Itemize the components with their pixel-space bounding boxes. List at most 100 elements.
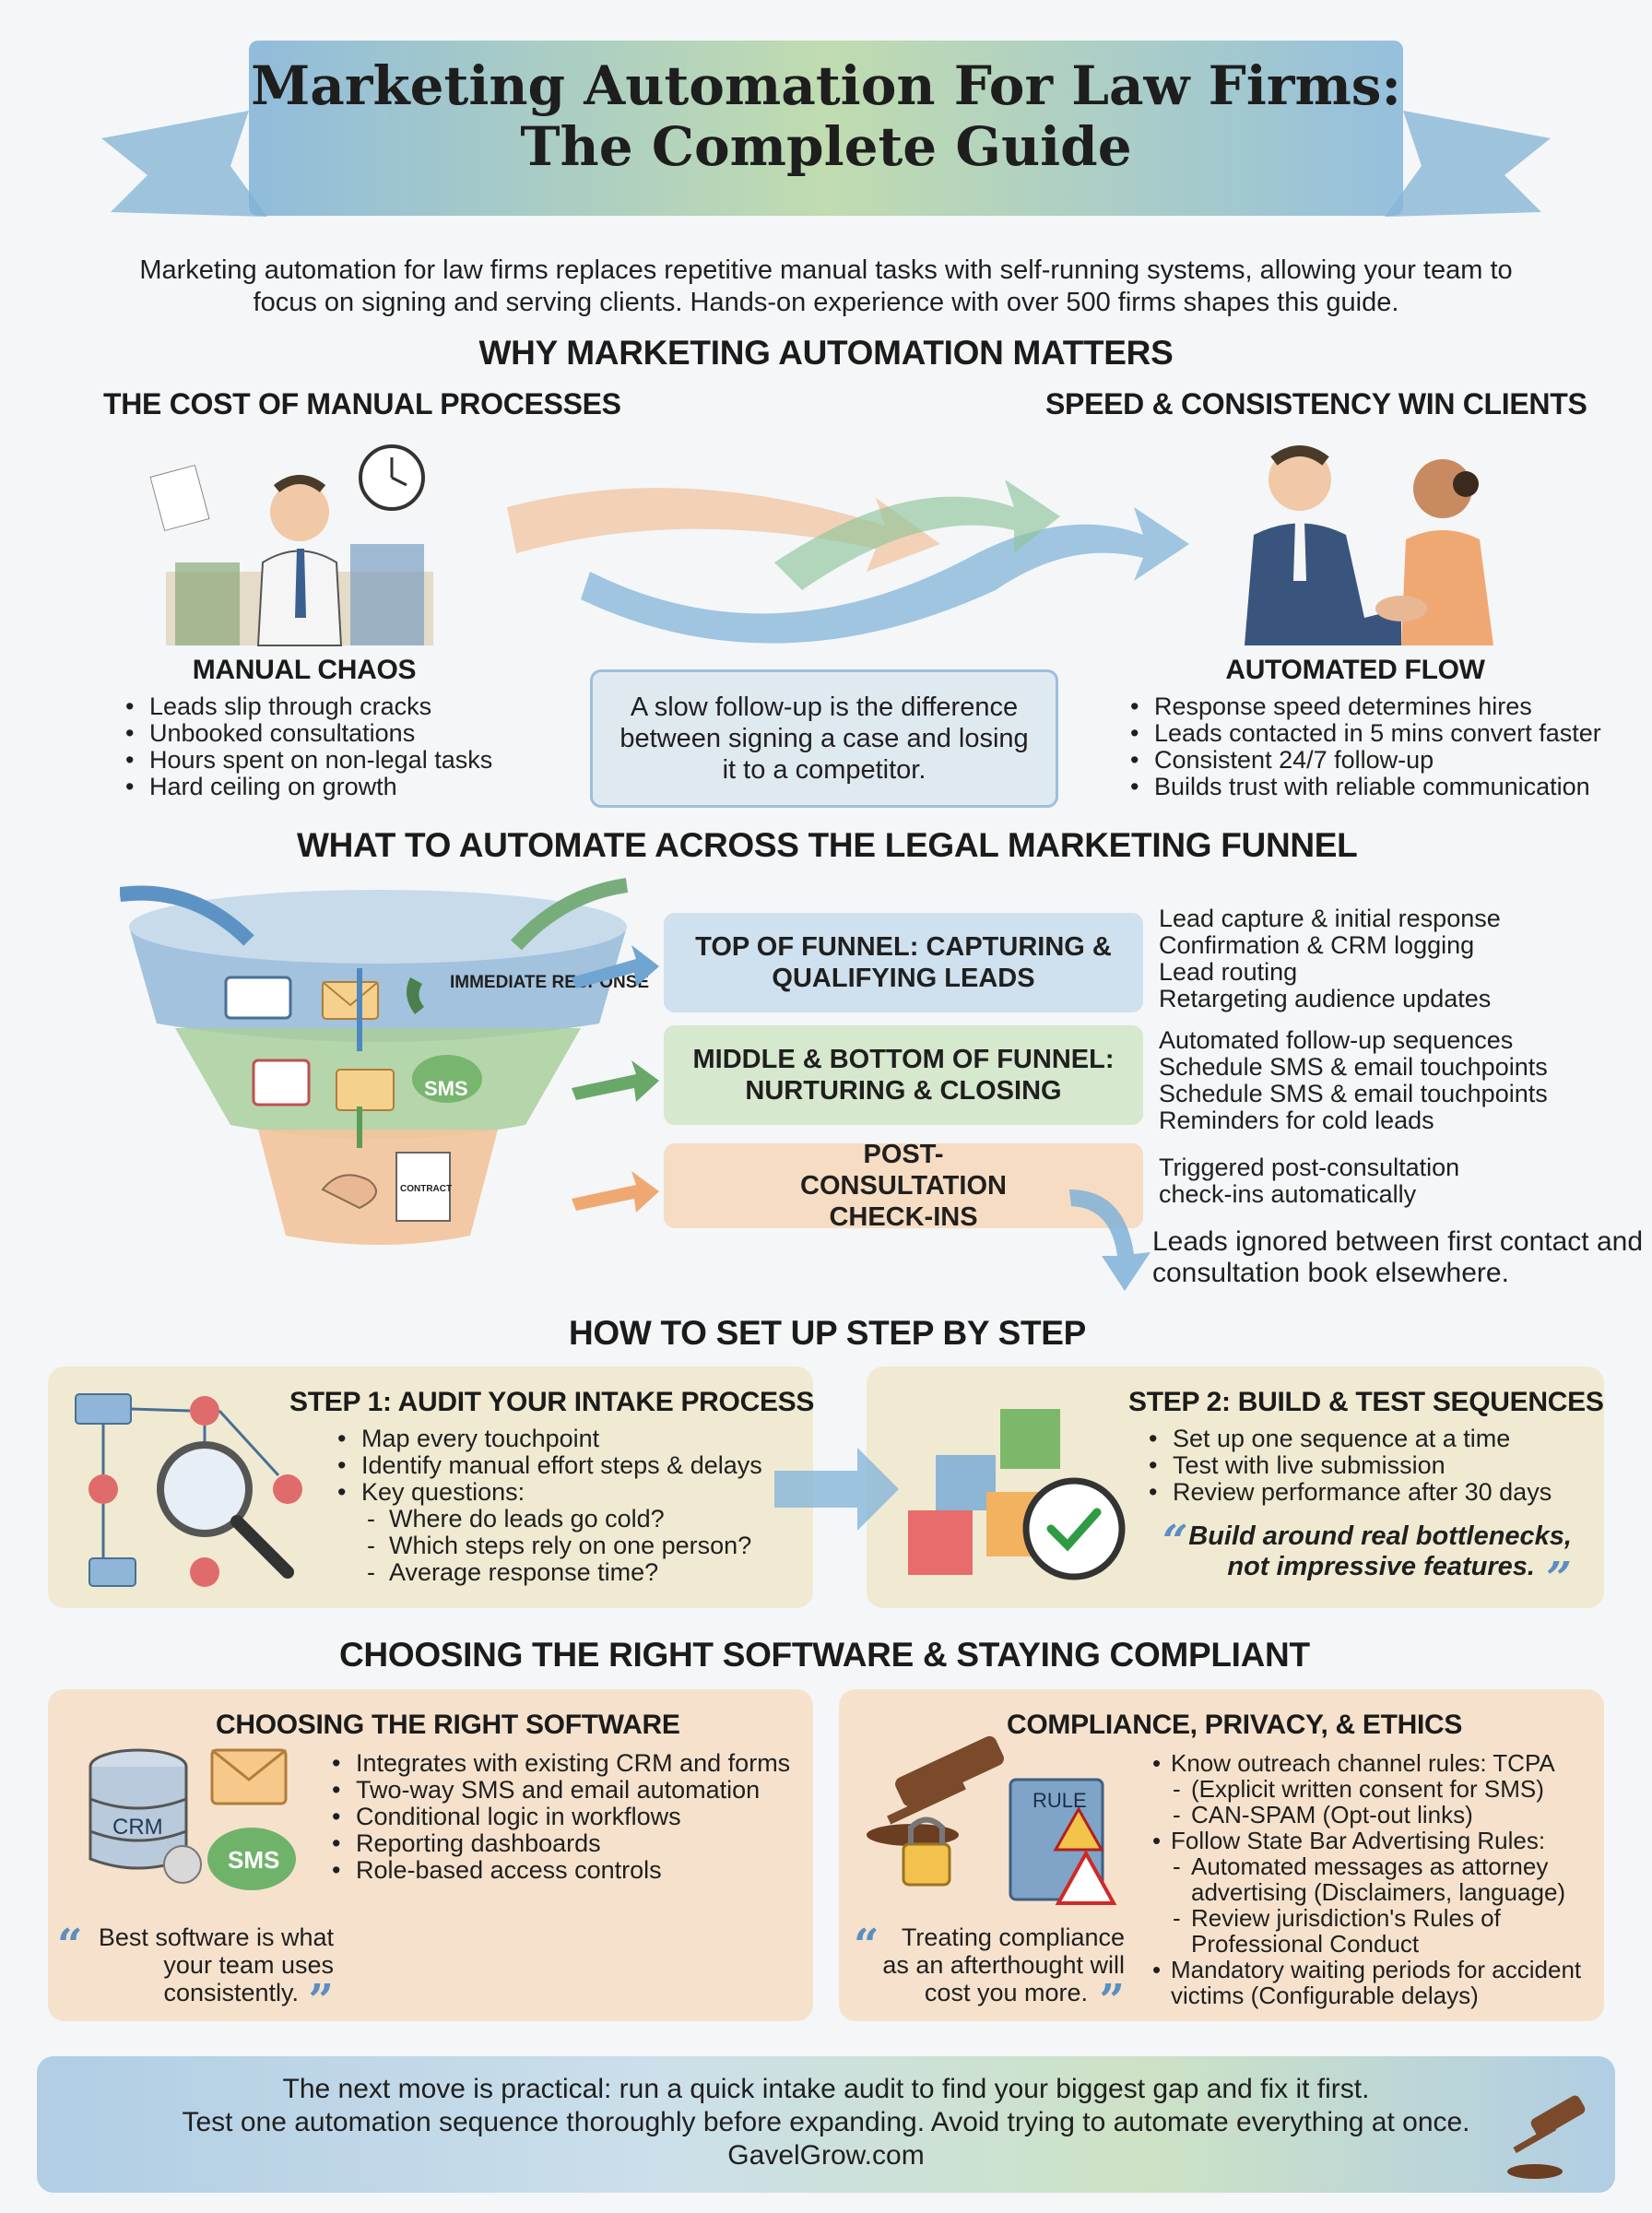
- post-consult-items: Triggered post-consultation check-ins au…: [1159, 1154, 1491, 1208]
- step2-quote: “ Build around real bottlenecks, not imp…: [1162, 1520, 1572, 1601]
- quote-line: consistently.: [163, 1979, 299, 2006]
- middle-funnel-items: Automated follow-up sequences Schedule S…: [1159, 1027, 1548, 1134]
- list-item: Schedule SMS & email touchpoints: [1159, 1053, 1548, 1081]
- compliance-line: victims (Configurable delays): [1171, 1982, 1479, 2009]
- cost-heading: THE COST OF MANUAL PROCESSES: [103, 387, 621, 420]
- title-ribbon: [101, 41, 1551, 217]
- list-item: Where do leads go cold?: [334, 1506, 795, 1533]
- quote-line: Best software is what: [98, 1923, 334, 1951]
- list-item: Two-way SMS and email automation: [328, 1777, 808, 1805]
- compliance-list: •Know outreach channel rules: TCPA-(Expl…: [1150, 1750, 1602, 2008]
- step-arrow: [774, 1448, 899, 1531]
- quote-line: not impressive features.: [1227, 1552, 1535, 1581]
- list-item: Builds trust with reliable communication: [1127, 774, 1643, 801]
- list-item: Hours spent on non-legal tasks: [122, 747, 546, 775]
- compliance-line: -Review jurisdiction's Rules of: [1173, 1904, 1501, 1932]
- title-line-2: The Complete Guide: [520, 115, 1132, 178]
- compliance-line: -CAN-SPAM (Opt-out links): [1173, 1801, 1473, 1828]
- compliance-line: •Mandatory waiting periods for accident: [1152, 1956, 1582, 1983]
- list-item: Lead capture & initial response: [1159, 905, 1501, 932]
- step1-list: Map every touchpoint Identify manual eff…: [334, 1426, 795, 1587]
- handshake-illustration: [1245, 445, 1493, 645]
- page-title: Marketing Automation For Law Firms: The …: [249, 55, 1403, 177]
- clock-icon: [359, 444, 425, 511]
- stage-title: POST-CONSULTATION CHECK-INS: [800, 1140, 1007, 1232]
- quote-line: your team uses: [163, 1951, 334, 1979]
- compliance-line: Professional Conduct: [1191, 1930, 1420, 1958]
- list-item: Response speed determines hires: [1127, 693, 1643, 721]
- quote-open-icon: “: [854, 1920, 879, 1971]
- gavel-rulebook-icon: [867, 1735, 1117, 1905]
- gavel-icon: [1507, 2095, 1586, 2179]
- transition-arrows: [507, 479, 1189, 644]
- list-item: Test with live submission: [1145, 1452, 1587, 1480]
- list-item: Schedule SMS & email touchpoints: [1159, 1080, 1548, 1107]
- compliance-line: -Automated messages as attorney: [1173, 1852, 1549, 1880]
- list-item: Integrates with existing CRM and forms: [328, 1750, 808, 1778]
- top-funnel-items: Lead capture & initial response Confirma…: [1159, 905, 1501, 1012]
- compliance-line: -(Explicit written consent for SMS): [1173, 1775, 1544, 1803]
- compliance-line: •Follow State Bar Advertising Rules:: [1152, 1827, 1546, 1854]
- quote-close-icon: ”: [308, 1975, 334, 2027]
- footer-line: The next move is practical: run a quick …: [282, 2074, 1370, 2104]
- funnel-illustration: [120, 878, 629, 1245]
- list-item: Set up one sequence at a time: [1145, 1426, 1587, 1453]
- footer-site-link[interactable]: GavelGrow.com: [727, 2140, 925, 2171]
- setup-heading: HOW TO SET UP STEP BY STEP: [569, 1314, 1087, 1352]
- list-item: Triggered post-consultation check-ins au…: [1159, 1154, 1460, 1208]
- compliance-quote: “ Treating compliance as an afterthought…: [854, 1920, 1125, 2023]
- list-item: Automated follow-up sequences: [1159, 1026, 1514, 1054]
- manual-chaos-list: Leads slip through cracks Unbooked consu…: [122, 693, 546, 801]
- workflow-diagram-icon: [75, 1393, 302, 1587]
- list-item: Which steps rely on one person?: [334, 1533, 795, 1560]
- compliance-line: •Know outreach channel rules: TCPA: [1152, 1749, 1555, 1777]
- list-item: Hard ceiling on growth: [122, 774, 546, 801]
- list-item: Role-based access controls: [328, 1857, 808, 1885]
- automated-flow-list: Response speed determines hires Leads co…: [1127, 693, 1643, 801]
- quote-line: as an afterthought will: [882, 1951, 1125, 1979]
- middle-funnel-chip: MIDDLE & BOTTOM OF FUNNEL: NURTURING & C…: [664, 1025, 1143, 1125]
- software-title: CHOOSING THE RIGHT SOFTWARE: [216, 1710, 680, 1740]
- footer-text: The next move is practical: run a quick …: [0, 2073, 1652, 2172]
- list-item: Leads slip through cracks: [122, 693, 546, 721]
- intro-text: Marketing automation for law firms repla…: [139, 255, 1513, 317]
- quote-close-icon: ”: [1546, 1553, 1572, 1604]
- funnel-warning: Leads ignored between first contact and …: [1152, 1226, 1644, 1288]
- post-consult-chip: POST-CONSULTATION CHECK-INS: [664, 1140, 1143, 1232]
- crm-label: CRM: [112, 1815, 163, 1840]
- list-item: Retargeting audience updates: [1159, 985, 1492, 1012]
- stage-arrows: [572, 945, 659, 1213]
- software-quote: “ Best software is what your team uses c…: [57, 1923, 334, 2023]
- quote-line: cost you more.: [924, 1979, 1088, 2006]
- automated-flow-label: AUTOMATED FLOW: [1225, 655, 1485, 685]
- list-item: Consistent 24/7 follow-up: [1127, 747, 1643, 775]
- list-item: Review performance after 30 days: [1145, 1479, 1587, 1507]
- quote-close-icon: ”: [1099, 1975, 1125, 2027]
- curved-down-arrow: [1069, 1189, 1150, 1291]
- top-of-funnel-chip: TOP OF FUNNEL: CAPTURING & QUALIFYING LE…: [664, 913, 1143, 1012]
- list-item: Reporting dashboards: [328, 1830, 808, 1858]
- list-item: Key questions:: [334, 1479, 795, 1507]
- stage-title: MIDDLE & BOTTOM OF FUNNEL: NURTURING & C…: [692, 1045, 1115, 1106]
- compliance-line: advertising (Disclaimers, language): [1191, 1878, 1566, 1906]
- quote-open-icon: “: [1162, 1516, 1188, 1568]
- slow-followup-callout: A slow follow-up is the difference betwe…: [590, 669, 1058, 808]
- list-item: Leads contacted in 5 mins convert faster: [1127, 720, 1643, 748]
- quote-line: Build around real bottlenecks,: [1188, 1521, 1572, 1551]
- step2-title: STEP 2: BUILD & TEST SEQUENCES: [1128, 1387, 1604, 1417]
- crm-database-icon: [88, 1748, 296, 1890]
- list-item: Average response time?: [334, 1559, 795, 1587]
- list-item: Reminders for cold leads: [1159, 1106, 1434, 1134]
- sms-badge-label: SMS: [228, 1846, 280, 1874]
- why-heading: WHY MARKETING AUTOMATION MATTERS: [478, 334, 1174, 372]
- step2-list: Set up one sequence at a time Test with …: [1145, 1426, 1587, 1507]
- contract-label: CONTRACT: [400, 1184, 453, 1194]
- compliance-title: COMPLIANCE, PRIVACY, & ETHICS: [1007, 1710, 1463, 1740]
- list-item: Confirmation & CRM logging: [1159, 931, 1475, 959]
- quote-line: Treating compliance: [901, 1923, 1125, 1951]
- sms-label: SMS: [424, 1077, 468, 1100]
- software-list: Integrates with existing CRM and forms T…: [328, 1750, 808, 1885]
- software-heading: CHOOSING THE RIGHT SOFTWARE & STAYING CO…: [339, 1636, 1310, 1674]
- title-line-1: Marketing Automation For Law Firms:: [251, 54, 1401, 117]
- callout-text: A slow follow-up is the difference betwe…: [620, 692, 1029, 785]
